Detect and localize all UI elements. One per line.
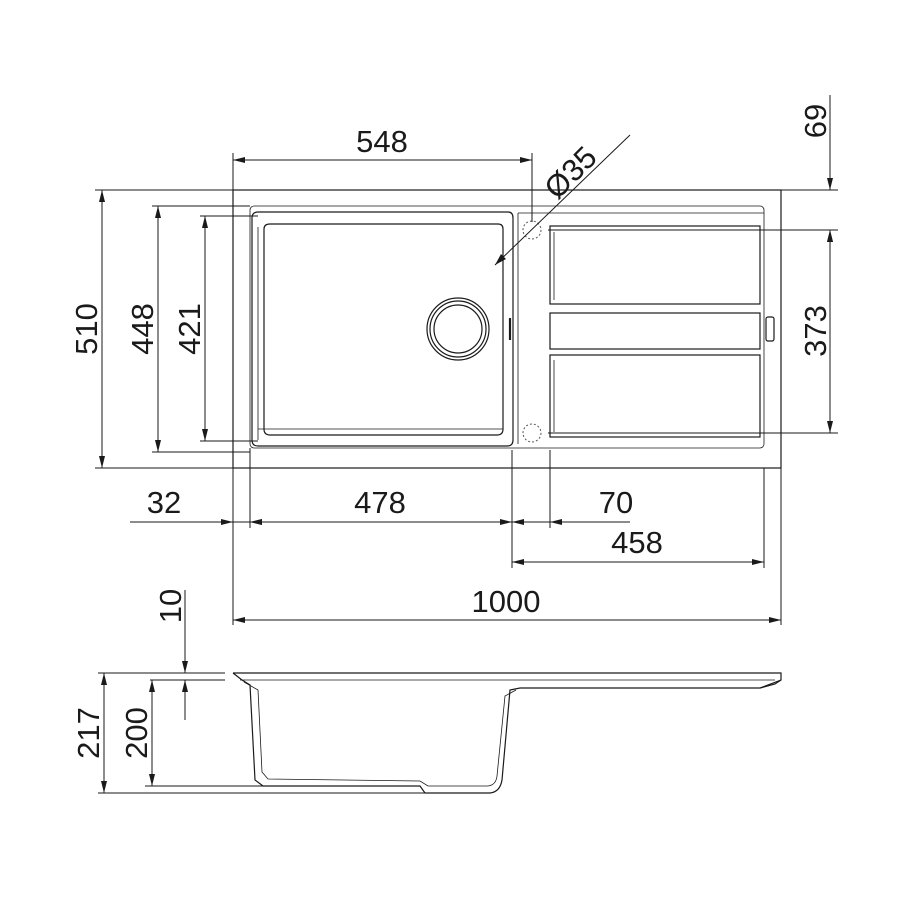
drainer-groove-top (549, 225, 761, 305)
dim-label-10: 10 (153, 589, 188, 623)
dim-label-458: 458 (611, 525, 663, 560)
dim-217: 217 (71, 672, 425, 794)
bowl-inner-edge (263, 223, 504, 436)
dim-70: 70 (512, 485, 633, 525)
dim-diameter-35: Ø35 (494, 134, 631, 266)
dim-421: 421 (172, 215, 258, 442)
dim-label-478: 478 (354, 485, 406, 520)
dim-label-69: 69 (798, 104, 833, 138)
dim-373: 373 (548, 230, 838, 434)
dim-1000: 1000 (233, 584, 781, 623)
dim-label-diameter-35: Ø35 (537, 139, 603, 205)
drain-outer-ring (426, 297, 490, 361)
dim-label-548: 548 (356, 124, 408, 159)
dim-510: 510 (69, 189, 233, 469)
dim-label-217: 217 (71, 707, 106, 759)
tap-hole-position-top (522, 220, 542, 240)
top-view (232, 189, 782, 469)
dim-label-373: 373 (798, 305, 833, 357)
tap-hole-position-bottom (522, 423, 542, 443)
sink-inner-rim (249, 205, 765, 449)
dim-10: 10 (150, 589, 225, 720)
drainer-end-tab (765, 316, 775, 342)
bowl-outer-edge (251, 211, 514, 447)
dim-label-1000: 1000 (472, 584, 541, 619)
dim-200: 200 (119, 680, 263, 787)
dim-32: 32 (130, 485, 262, 525)
sink-outer-outline (232, 189, 782, 469)
drainer-section-end (759, 679, 782, 689)
dim-label-510: 510 (69, 303, 104, 355)
drainer-groove-middle (549, 312, 761, 350)
dim-478: 478 (250, 485, 512, 525)
bowl-section-inner (243, 681, 517, 787)
dim-458: 458 (512, 525, 764, 565)
sink-top-slab (233, 672, 782, 689)
bottom-extension-lines (232, 448, 782, 625)
side-view (232, 672, 782, 794)
dim-label-421: 421 (172, 303, 207, 355)
dim-label-32: 32 (147, 485, 181, 520)
dim-label-448: 448 (125, 303, 160, 355)
dim-label-200: 200 (119, 707, 154, 759)
dim-448: 448 (125, 205, 250, 453)
bowl-section-outline (232, 672, 521, 794)
drainer-groove-bottom (549, 354, 761, 438)
drain-inner-ring (433, 304, 483, 354)
dim-label-70: 70 (599, 485, 633, 520)
dim-548: 548 (232, 124, 533, 222)
drain-mid-ring (429, 300, 487, 358)
